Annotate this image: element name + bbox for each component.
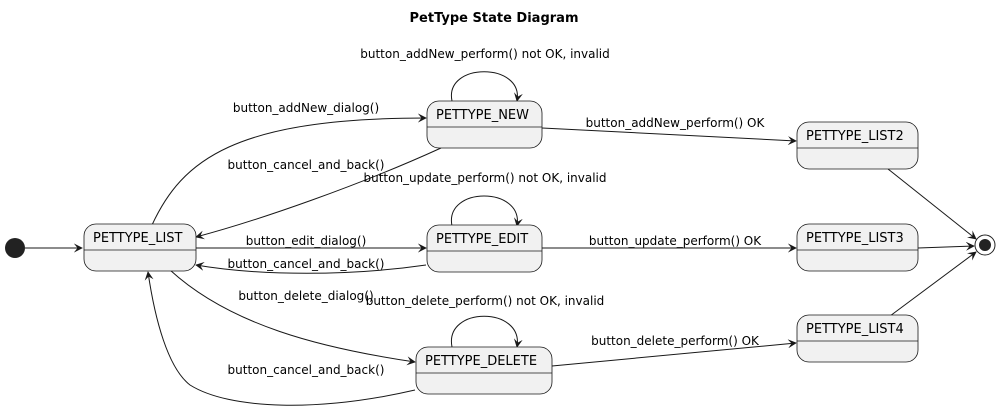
state-label-pettype-edit: PETTYPE_EDIT	[436, 232, 528, 247]
edge-label-new-self-invalid: button_addNew_perform() not OK, invalid	[360, 47, 610, 61]
edge-edit-self-invalid: button_update_perform() not OK, invalid	[363, 171, 607, 227]
state-label-pettype-list4: PETTYPE_LIST4	[806, 322, 904, 337]
edge-new-self-invalid: button_addNew_perform() not OK, invalid	[360, 47, 610, 102]
edge-list2-to-final	[887, 168, 977, 240]
edge-label-add-new-dialog: button_addNew_dialog()	[233, 101, 379, 115]
state-pettype-list3[interactable]: PETTYPE_LIST3	[796, 223, 919, 272]
final-state	[974, 234, 996, 256]
state-label-pettype-list2: PETTYPE_LIST2	[806, 129, 904, 144]
edge-edit-cancel-back: button_cancel_and_back()	[195, 257, 427, 274]
state-label-pettype-list: PETTYPE_LIST	[93, 231, 183, 246]
edge-delete-to-list4: button_delete_perform() OK	[551, 334, 797, 367]
state-pettype-delete[interactable]: PETTYPE_DELETE	[415, 346, 553, 395]
edge-edit-to-list3: button_update_perform() OK	[542, 234, 797, 253]
edge-delete-dialog: button_delete_dialog()	[169, 269, 416, 366]
edge-label-edit-dialog: button_edit_dialog()	[246, 234, 367, 248]
diagram-title: PetType State Diagram	[410, 11, 579, 26]
edge-add-new-dialog: button_addNew_dialog()	[151, 101, 427, 226]
state-label-pettype-new: PETTYPE_NEW	[436, 108, 529, 123]
edge-label-new-to-list2: button_addNew_perform() OK	[586, 116, 766, 130]
state-pettype-list4[interactable]: PETTYPE_LIST4	[796, 314, 919, 363]
edge-label-delete-dialog: button_delete_dialog()	[238, 289, 373, 303]
state-label-pettype-list3: PETTYPE_LIST3	[806, 231, 904, 246]
edge-label-edit-to-list3: button_update_perform() OK	[589, 234, 762, 248]
edge-label-delete-self-invalid: button_delete_perform() not OK, invalid	[366, 294, 605, 308]
state-pettype-list[interactable]: PETTYPE_LIST	[83, 223, 197, 272]
edge-label-edit-self-invalid: button_update_perform() not OK, invalid	[363, 171, 606, 185]
edge-label-delete-cancel-back: button_cancel_and_back()	[228, 363, 385, 377]
edge-delete-cancel-back: button_cancel_and_back()	[144, 271, 416, 406]
edge-label-delete-to-list4: button_delete_perform() OK	[591, 334, 760, 348]
edge-delete-self-invalid: button_delete_perform() not OK, invalid	[366, 294, 605, 348]
state-pettype-edit[interactable]: PETTYPE_EDIT	[426, 224, 543, 273]
edge-label-edit-cancel-back: button_cancel_and_back()	[228, 257, 385, 271]
edge-new-to-list2: button_addNew_perform() OK	[541, 116, 797, 146]
initial-state	[5, 238, 25, 258]
edge-label-new-cancel-back: button_cancel_and_back()	[228, 158, 385, 172]
edge-list4-to-final	[889, 251, 977, 317]
edge-list3-to-final	[917, 241, 975, 251]
state-label-pettype-delete: PETTYPE_DELETE	[425, 354, 537, 369]
state-pettype-new[interactable]: PETTYPE_NEW	[426, 100, 543, 149]
state-pettype-list2[interactable]: PETTYPE_LIST2	[796, 121, 919, 170]
edge-edit-dialog: button_edit_dialog()	[196, 234, 427, 253]
edge-new-cancel-back: button_cancel_and_back()	[195, 147, 442, 240]
